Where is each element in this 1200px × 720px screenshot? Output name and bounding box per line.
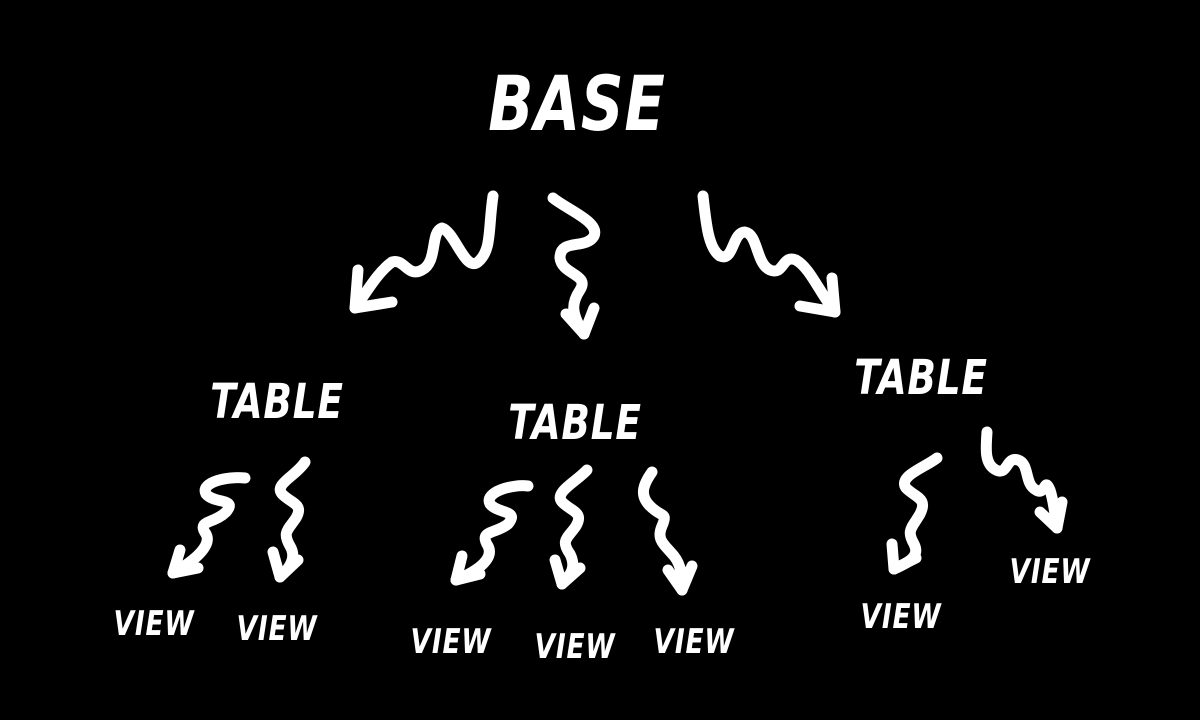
squiggle-arrow-table-3-to-view-1 <box>886 452 943 575</box>
squiggle-arrow-base-to-table-3 <box>697 190 841 318</box>
squiggle-arrow-table-3-to-view-2 <box>980 426 1068 534</box>
view-node-2-3: VIEW <box>653 622 735 662</box>
squiggle-arrow-base-to-table-1 <box>349 190 499 314</box>
base-node: BASE <box>488 59 666 148</box>
view-node-2-2: VIEW <box>534 627 616 667</box>
view-node-3-1: VIEW <box>860 597 942 637</box>
squiggle-arrow-table-2-to-view-3 <box>638 466 698 596</box>
squiggle-arrow-table-2-to-view-1 <box>450 480 534 586</box>
table-node-2: TABLE <box>508 395 642 451</box>
view-node-1-2: VIEW <box>236 609 318 649</box>
squiggle-arrow-table-2-to-view-2 <box>549 464 593 590</box>
view-node-3-2: VIEW <box>1009 552 1091 592</box>
table-node-1: TABLE <box>210 374 344 430</box>
table-node-3: TABLE <box>854 350 988 406</box>
view-node-1-1: VIEW <box>113 604 195 644</box>
view-node-2-1: VIEW <box>410 622 492 662</box>
squiggle-arrow-base-to-table-2 <box>547 192 601 340</box>
squiggle-arrow-table-1-to-view-1 <box>167 472 251 579</box>
squiggle-arrow-table-1-to-view-2 <box>267 456 311 583</box>
